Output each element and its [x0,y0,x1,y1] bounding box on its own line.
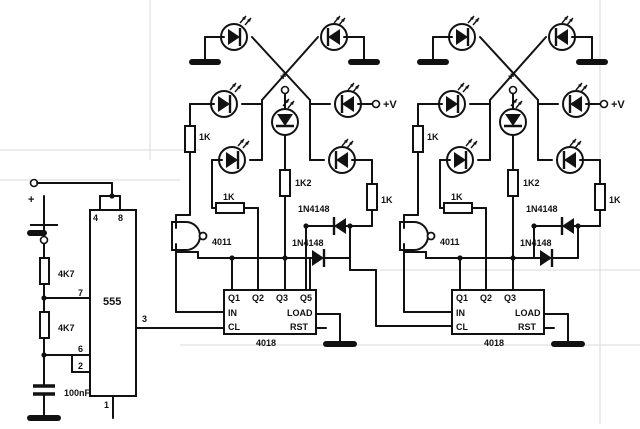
led-center-2 [500,99,526,135]
diode-lower-2 [538,247,554,269]
led-mid-right-1 [335,83,361,117]
supply-label-1: +V [383,99,397,111]
pin-1-label: 1 [104,400,109,410]
load-label-1: LOAD [287,308,313,318]
rst-label-2: RST [518,322,537,332]
supply-terminal-bottom [39,235,49,245]
led-top-right-1 [321,16,347,50]
load-label-2: LOAD [515,308,541,318]
diode-lower-label-1: 1N4148 [292,238,324,248]
cap-label: 100nF [64,388,91,398]
pin-2-label: 2 [78,361,83,371]
counter-name-1: 4018 [256,338,276,348]
q2-label-2: Q2 [480,293,492,303]
led-center-1 [272,99,298,135]
resistor-4k7-top [39,257,50,285]
counter-4018-1 [223,289,317,335]
r-gate-label-2: 1K [427,132,439,142]
gate-label-1: 4011 [212,237,232,247]
rst-label-1: RST [290,322,309,332]
r-right-label-1: 1K [381,195,393,205]
r-bottom-label: 4K7 [58,323,75,333]
ic-555-label: 555 [103,296,121,308]
r-q2-label-1: 1K [223,192,235,202]
pin-7-label: 7 [78,288,83,298]
gate-label-2: 4011 [440,237,460,247]
cl-label-1: CL [228,322,240,332]
r-q2-label-2: 1K [451,192,463,202]
resistor-gate-2 [412,125,424,153]
led-mid-left-1 [211,83,241,117]
in-label-2: IN [456,308,465,318]
led-top-left-1 [221,16,251,50]
q3-label-2: Q3 [504,293,516,303]
resistor-center-2 [507,169,519,197]
plus-label-2: + [508,71,514,83]
resistor-gate-1 [184,125,196,153]
q1-label-1: Q1 [228,293,240,303]
diode-upper-label-1: 1N4148 [298,204,330,214]
pin-8-label: 8 [118,213,123,223]
r-center-label-1: 1K2 [295,178,312,188]
resistor-q2-2 [443,202,473,214]
pin-4-label: 4 [93,213,98,223]
supply-label-2: +V [611,99,625,111]
diode-upper-label-2: 1N4148 [526,204,558,214]
counter-4018-2 [451,289,545,335]
timer-section: + 555 4 8 4K7 7 4K7 6 2 [27,178,161,421]
led-mid-left-2 [439,83,469,117]
resistor-center-1 [279,169,291,197]
r-center-label-2: 1K2 [523,178,540,188]
q5-label-1: Q5 [300,293,312,303]
diode-lower-label-2: 1N4148 [520,238,552,248]
resistor-right-2 [594,183,606,211]
plus-label-1: + [280,71,286,83]
resistor-q2-1 [215,202,245,214]
ic-555-body [89,209,137,397]
q2-label-1: Q2 [252,293,264,303]
counter-name-2: 4018 [484,338,504,348]
plus-label: + [28,194,34,206]
resistor-right-1 [366,183,378,211]
cl-label-2: CL [456,322,468,332]
led-low-right-1 [329,139,355,173]
r-right-label-2: 1K [609,195,621,205]
stage-1: + +V 1K 1K [159,16,453,348]
led-low-right-2 [557,139,583,173]
led-top-right-2 [549,16,575,50]
q1-label-2: Q1 [456,293,468,303]
led-top-left-2 [449,16,479,50]
r-gate-label-1: 1K [199,132,211,142]
pin-3-label: 3 [142,314,147,324]
led-low-left-2 [447,139,477,173]
q3-label-1: Q3 [276,293,288,303]
stage-2: + +V 1K 1K 1K2 [399,16,625,348]
in-label-1: IN [228,308,237,318]
led-mid-right-2 [563,83,589,117]
pin-6-label: 6 [78,344,83,354]
diode-lower-1 [310,247,326,269]
r-top-label: 4K7 [58,269,75,279]
led-low-left-1 [219,139,249,173]
resistor-4k7-bottom [39,311,50,339]
